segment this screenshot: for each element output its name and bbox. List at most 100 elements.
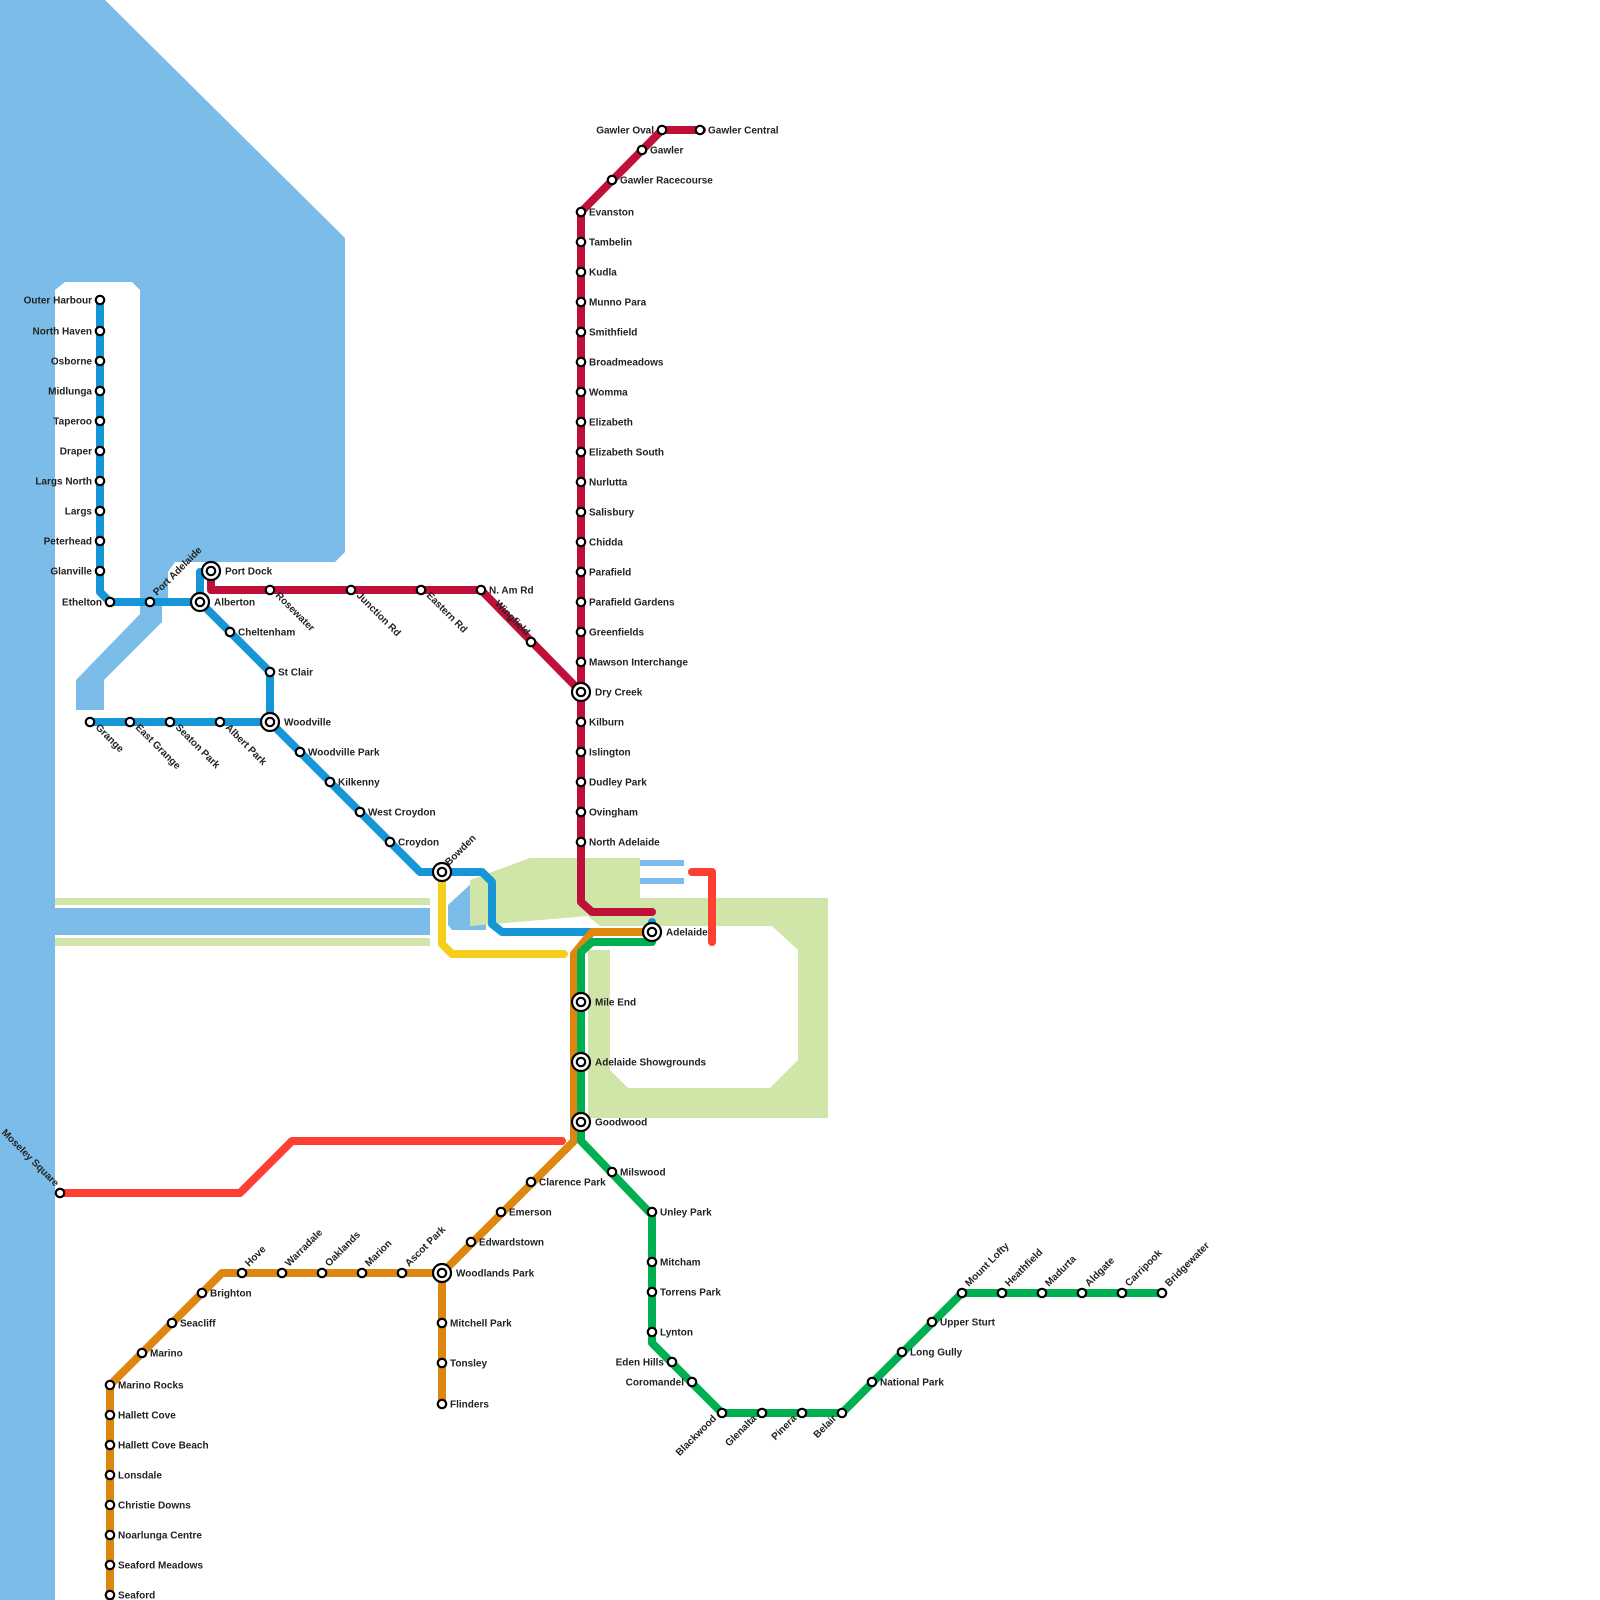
- station-adelaide-showgrounds[interactable]: Adelaide Showgrounds: [570, 1051, 707, 1073]
- station-coromandel[interactable]: Coromandel: [626, 1376, 698, 1389]
- station-lynton[interactable]: Lynton: [646, 1326, 693, 1339]
- station-dry-creek[interactable]: Dry Creek: [570, 681, 643, 703]
- gawler-line: [577, 126, 706, 916]
- station-national-park[interactable]: National Park: [866, 1376, 945, 1389]
- station-eden-hills[interactable]: Eden Hills: [616, 1356, 678, 1369]
- station-osborne[interactable]: Osborne: [51, 355, 106, 368]
- station-broadmeadows[interactable]: Broadmeadows: [575, 356, 664, 369]
- station-blackwood[interactable]: Blackwood: [674, 1407, 728, 1459]
- station-wingfield[interactable]: Wingfield: [492, 599, 537, 648]
- station-dot: [356, 1267, 368, 1279]
- station-seaford-meadows[interactable]: Seaford Meadows: [104, 1559, 204, 1572]
- station-greenfields[interactable]: Greenfields: [575, 626, 645, 639]
- station-draper[interactable]: Draper: [60, 445, 106, 458]
- station-label: Osborne: [51, 357, 93, 368]
- station-adelaide[interactable]: Adelaide: [641, 921, 708, 943]
- station-label: Gawler: [650, 146, 683, 157]
- station-goodwood[interactable]: Goodwood: [570, 1111, 647, 1133]
- station-long-gully[interactable]: Long Gully: [896, 1346, 963, 1359]
- station-salisbury[interactable]: Salisbury: [575, 506, 635, 519]
- station-n-am-rd[interactable]: N. Am Rd: [475, 584, 534, 597]
- station-marino[interactable]: Marino: [136, 1347, 183, 1360]
- station-dot: [996, 1287, 1008, 1299]
- station-womma[interactable]: Womma: [575, 386, 628, 399]
- station-west-croydon[interactable]: West Croydon: [354, 806, 436, 819]
- station-bridgewater[interactable]: Bridgewater: [1156, 1240, 1212, 1299]
- station-mile-end[interactable]: Mile End: [570, 991, 636, 1013]
- station-edwardstown[interactable]: Edwardstown: [465, 1236, 544, 1249]
- station-hallett-cove[interactable]: Hallett Cove: [104, 1409, 176, 1422]
- station-flinders[interactable]: Flinders: [436, 1398, 490, 1411]
- station-dot: [896, 1346, 908, 1358]
- station-dot: [316, 1267, 328, 1279]
- station-clarence-park[interactable]: Clarence Park: [525, 1176, 606, 1189]
- station-christie-downs[interactable]: Christie Downs: [104, 1499, 191, 1512]
- station-outer-harbour[interactable]: Outer Harbour: [24, 294, 106, 307]
- station-parafield[interactable]: Parafield: [575, 566, 631, 579]
- station-label: Long Gully: [910, 1348, 963, 1359]
- station-peterhead[interactable]: Peterhead: [44, 535, 106, 548]
- station-ovingham[interactable]: Ovingham: [575, 806, 638, 819]
- station-gawler-racecourse[interactable]: Gawler Racecourse: [606, 174, 713, 187]
- station-lonsdale[interactable]: Lonsdale: [104, 1469, 163, 1482]
- station-gawler-central[interactable]: Gawler Central: [694, 124, 779, 137]
- station-taperoo[interactable]: Taperoo: [53, 415, 106, 428]
- station-dot: [475, 584, 487, 596]
- station-ethelton[interactable]: Ethelton: [62, 596, 116, 609]
- station-chidda[interactable]: Chidda: [575, 536, 624, 549]
- station-midlunga[interactable]: Midlunga: [48, 385, 106, 398]
- station-croydon[interactable]: Croydon: [384, 836, 439, 849]
- station-north-adelaide[interactable]: North Adelaide: [575, 836, 660, 849]
- station-woodville[interactable]: Woodville: [259, 711, 331, 733]
- station-seacliff[interactable]: Seacliff: [166, 1317, 216, 1330]
- station-glanville[interactable]: Glanville: [50, 565, 106, 578]
- station-tambelin[interactable]: Tambelin: [575, 236, 632, 249]
- station-mawson-interchange[interactable]: Mawson Interchange: [575, 656, 689, 669]
- station-alberton[interactable]: Alberton: [189, 591, 255, 613]
- station-smithfield[interactable]: Smithfield: [575, 326, 638, 339]
- station-label: Woodlands Park: [456, 1269, 535, 1280]
- station-kudla[interactable]: Kudla: [575, 266, 617, 279]
- station-evanston[interactable]: Evanston: [575, 206, 634, 219]
- station-unley-park[interactable]: Unley Park: [646, 1206, 712, 1219]
- station-largs-north[interactable]: Largs North: [35, 475, 106, 488]
- station-dot: [436, 1398, 448, 1410]
- station-woodville-park[interactable]: Woodville Park: [294, 746, 380, 759]
- station-munno-para[interactable]: Munno Para: [575, 296, 647, 309]
- station-torrens-park[interactable]: Torrens Park: [646, 1286, 722, 1299]
- station-nurlutta[interactable]: Nurlutta: [575, 476, 628, 489]
- station-elizabeth[interactable]: Elizabeth: [575, 416, 633, 429]
- station-label: Grange: [93, 722, 126, 755]
- station-dot: [136, 1347, 148, 1359]
- station-upper-sturt[interactable]: Upper Sturt: [926, 1316, 996, 1329]
- station-brighton[interactable]: Brighton: [196, 1287, 252, 1300]
- station-elizabeth-south[interactable]: Elizabeth South: [575, 446, 664, 459]
- station-north-haven[interactable]: North Haven: [33, 325, 106, 338]
- station-marino-rocks[interactable]: Marino Rocks: [104, 1379, 184, 1392]
- station-dot: [646, 1286, 658, 1298]
- station-label: Aldgate: [1083, 1255, 1117, 1289]
- station-kilburn[interactable]: Kilburn: [575, 716, 624, 729]
- station-islington[interactable]: Islington: [575, 746, 631, 759]
- station-woodlands-park[interactable]: Woodlands Park: [431, 1262, 535, 1284]
- station-st-clair[interactable]: St Clair: [264, 666, 313, 679]
- station-dudley-park[interactable]: Dudley Park: [575, 776, 647, 789]
- station-label: Cheltenham: [238, 628, 295, 639]
- station-port-dock[interactable]: Port Dock: [200, 560, 273, 582]
- station-noarlunga-centre[interactable]: Noarlunga Centre: [104, 1529, 203, 1542]
- station-hallett-cove-beach[interactable]: Hallett Cove Beach: [104, 1439, 209, 1452]
- station-gawler-oval[interactable]: Gawler Oval: [596, 124, 668, 137]
- station-largs[interactable]: Largs: [65, 505, 106, 518]
- adelaide-parklands: [470, 858, 828, 1118]
- station-kilkenny[interactable]: Kilkenny: [324, 776, 380, 789]
- station-tonsley[interactable]: Tonsley: [436, 1357, 488, 1370]
- parkland-layer: [55, 858, 828, 1118]
- station-mitcham[interactable]: Mitcham: [646, 1256, 701, 1269]
- station-gawler[interactable]: Gawler: [636, 144, 684, 157]
- station-cheltenham[interactable]: Cheltenham: [224, 626, 296, 639]
- station-emerson[interactable]: Emerson: [495, 1206, 552, 1219]
- station-parafield-gardens[interactable]: Parafield Gardens: [575, 596, 675, 609]
- station-mitchell-park[interactable]: Mitchell Park: [436, 1317, 512, 1330]
- station-milswood[interactable]: Milswood: [606, 1166, 666, 1179]
- station-seaford[interactable]: Seaford: [104, 1589, 155, 1600]
